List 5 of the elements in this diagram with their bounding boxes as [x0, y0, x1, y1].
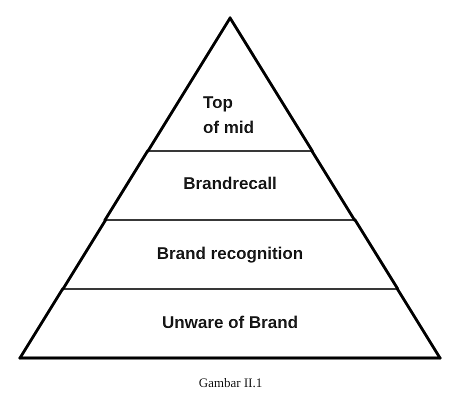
tier-label: Brandrecall — [183, 173, 277, 195]
figure-caption: Gambar II.1 — [198, 375, 262, 390]
tier-label: Unware of Brand — [162, 312, 298, 334]
tier-label: Brand recognition — [156, 243, 304, 265]
tier-label: Top of mid — [202, 92, 255, 139]
